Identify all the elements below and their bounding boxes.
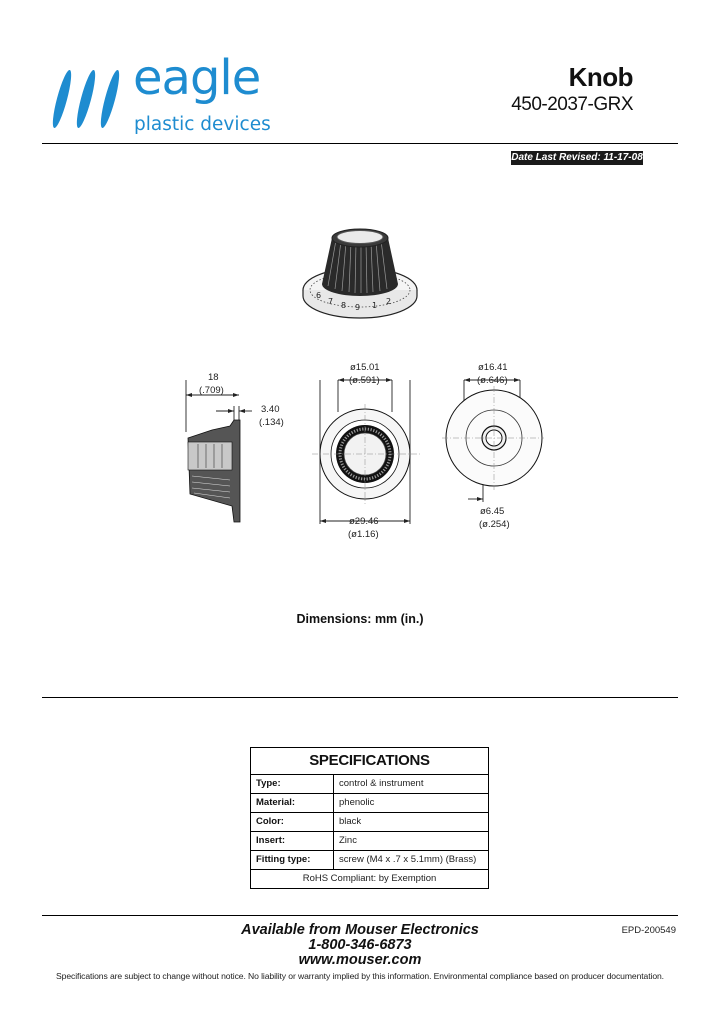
document-id: EPD-200549 xyxy=(621,925,676,936)
dial-number: 9 xyxy=(355,303,360,312)
front-view-drawing xyxy=(312,378,420,524)
back-bore-dim-in: (ø.254) xyxy=(479,519,510,530)
side-flange-mm: 3.40 xyxy=(261,404,280,415)
front-top-dim-mm: ø15.01 xyxy=(350,362,380,373)
spec-label: Insert: xyxy=(251,832,334,850)
section-divider xyxy=(42,697,678,698)
date-revised-badge: Date Last Revised: 11-17-08 xyxy=(511,151,643,165)
spec-value: phenolic xyxy=(339,797,375,808)
back-view-drawing xyxy=(442,378,544,502)
knob-illustration: 6 7 8 9 1 2 xyxy=(302,228,418,319)
back-top-dim-mm: ø16.41 xyxy=(478,362,508,373)
spec-label: Type: xyxy=(251,775,334,793)
dial-number: 1 xyxy=(372,301,377,310)
specifications-title: SPECIFICATIONS xyxy=(251,748,488,775)
availability-text: Available from Mouser Electronics xyxy=(241,922,479,938)
spec-label: Material: xyxy=(251,794,334,812)
spec-row-color: Color: black xyxy=(251,813,488,832)
dial-number: 7 xyxy=(328,297,333,306)
disclaimer-text: Specifications are subject to change wit… xyxy=(56,971,664,981)
side-view-drawing xyxy=(185,380,252,523)
spec-row-type: Type: control & instrument xyxy=(251,775,488,794)
rohs-compliance: RoHS Compliant: by Exemption xyxy=(302,873,437,884)
front-bottom-dim-mm: ø29.46 xyxy=(349,516,379,527)
header-divider xyxy=(42,143,678,144)
spec-row-insert: Insert: Zinc xyxy=(251,832,488,851)
spec-row-material: Material: phenolic xyxy=(251,794,488,813)
page-title: Knob xyxy=(568,62,634,92)
spec-row-fitting-type: Fitting type: screw (M4 x .7 x 5.1mm) (B… xyxy=(251,851,488,870)
back-bore-dim-mm: ø6.45 xyxy=(480,506,505,517)
brand-tagline: plastic devices xyxy=(134,114,271,135)
phone-number[interactable]: 1-800-346-6873 xyxy=(308,937,412,953)
brand-name: eagle xyxy=(133,50,261,106)
part-number: 450-2037-GRX xyxy=(511,94,633,115)
side-length-in: (.709) xyxy=(199,385,224,396)
dimensions-caption: Dimensions: mm (in.) xyxy=(296,612,424,626)
front-top-dim-in: (ø.591) xyxy=(349,375,380,386)
specifications-table: SPECIFICATIONS Type: control & instrumen… xyxy=(250,747,489,889)
spec-value: control & instrument xyxy=(339,778,424,789)
spec-label: Color: xyxy=(251,813,334,831)
footer-divider xyxy=(42,915,678,916)
spec-value: black xyxy=(339,816,362,827)
spec-value: screw (M4 x .7 x 5.1mm) (Brass) xyxy=(339,854,477,865)
side-flange-in: (.134) xyxy=(259,417,284,428)
dial-number: 2 xyxy=(386,297,391,306)
website-link[interactable]: www.mouser.com xyxy=(298,952,422,968)
back-top-dim-in: (ø.646) xyxy=(477,375,508,386)
eagle-logo-stripes xyxy=(52,69,120,129)
dial-number: 6 xyxy=(316,291,321,300)
side-length-mm: 18 xyxy=(208,372,219,383)
dial-number: 8 xyxy=(341,301,346,310)
front-bottom-dim-in: (ø1.16) xyxy=(348,529,379,540)
spec-label: Fitting type: xyxy=(251,851,334,869)
spec-value: Zinc xyxy=(339,835,357,846)
